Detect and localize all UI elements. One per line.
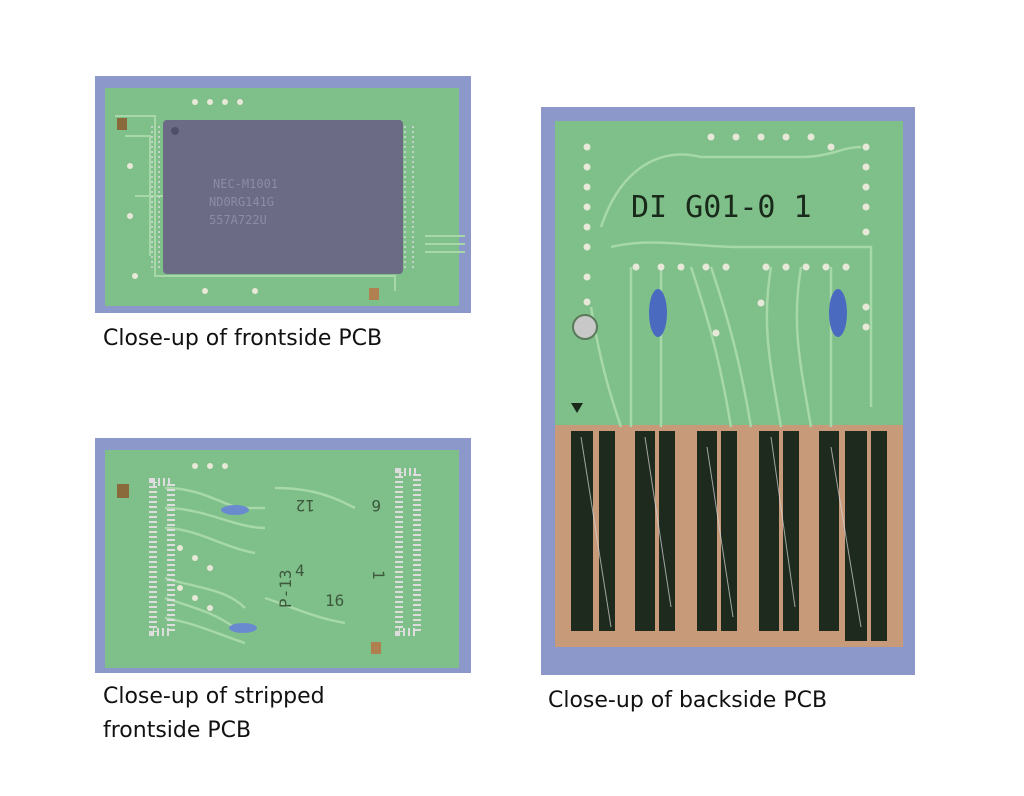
chip-text-1: NEC-M1001 xyxy=(213,177,278,191)
silk-4: 4 xyxy=(295,561,305,580)
caption-stripped: Close-up of stripped frontside PCB xyxy=(103,684,325,743)
backside-pcb-photo: DI G01-0 1 xyxy=(541,107,915,675)
memory-chip xyxy=(163,120,403,274)
silk-16: 16 xyxy=(325,591,344,610)
silk-board-id: DI G01-0 1 xyxy=(631,190,812,225)
chip-text-2: ND0RG141G xyxy=(209,195,274,209)
caption-backside: Close-up of backside PCB xyxy=(548,688,828,713)
silk-1: 1 xyxy=(369,570,388,580)
caption-frontside: Close-up of frontside PCB xyxy=(103,326,383,351)
stripped-pcb-photo: 12 6 P-13 4 16 1 xyxy=(95,438,471,673)
backside-pcb-image: DI G01-0 1 xyxy=(555,121,903,647)
frontside-pcb-image: NEC-M1001 ND0RG141G 557A722U xyxy=(105,88,465,306)
stripped-pcb-image: 12 6 P-13 4 16 1 xyxy=(105,450,459,668)
chip-text-3: 557A722U xyxy=(209,213,267,227)
silk-12: 12 xyxy=(296,496,315,515)
silk-p13: P-13 xyxy=(276,569,295,608)
frontside-pcb-photo: NEC-M1001 ND0RG141G 557A722U xyxy=(95,76,471,313)
silk-6: 6 xyxy=(371,496,381,515)
